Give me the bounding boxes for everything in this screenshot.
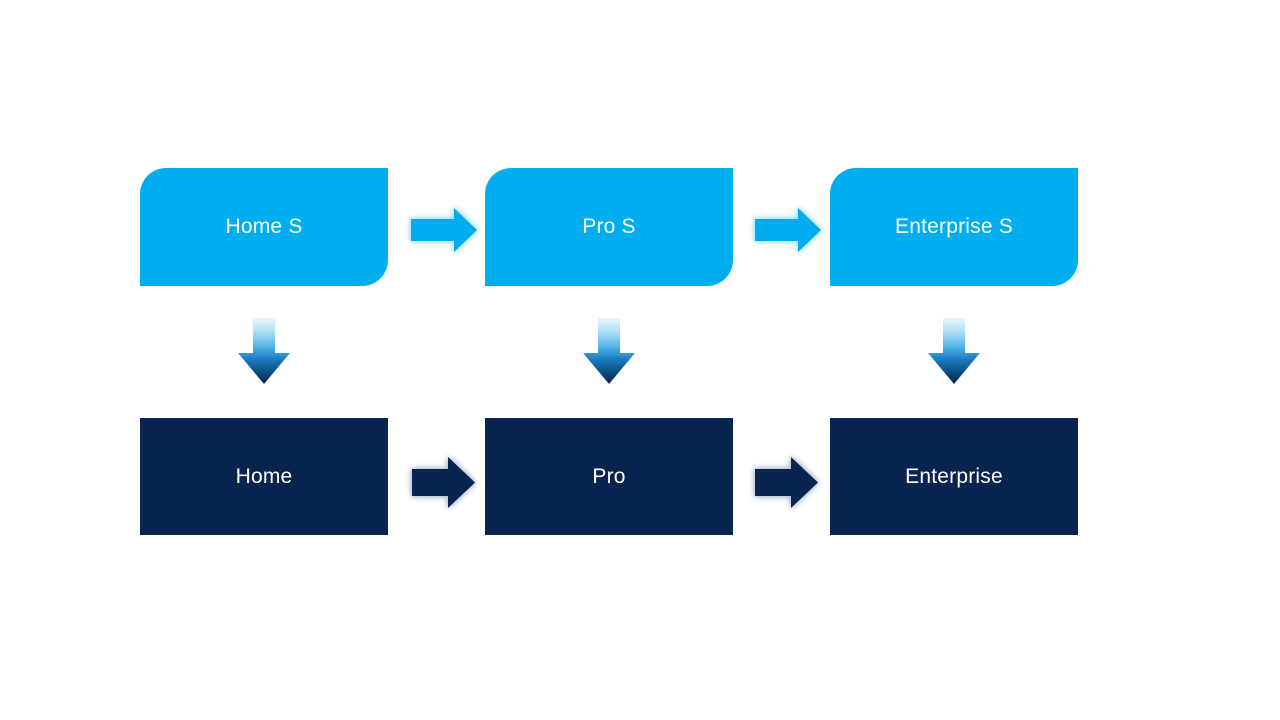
node-pro-s: Pro S bbox=[485, 168, 733, 286]
node-home-label: Home bbox=[235, 464, 293, 488]
pro-s-to-pro-down-arrow bbox=[583, 318, 635, 384]
node-enterprise-s-label: Enterprise S bbox=[895, 215, 1013, 238]
node-enterprise-s: Enterprise S bbox=[830, 168, 1078, 286]
node-pro-label: Pro bbox=[592, 464, 626, 488]
enterprise-s-to-enterprise-down-arrow bbox=[928, 318, 980, 384]
node-enterprise-label: Enterprise bbox=[905, 464, 1003, 488]
node-home-s: Home S bbox=[140, 168, 388, 286]
node-home-s-label: Home S bbox=[225, 215, 303, 238]
node-pro-s-label: Pro S bbox=[582, 215, 636, 238]
pro-s-to-enterprise-s-arrow bbox=[755, 208, 821, 252]
home-s-to-pro-s-arrow bbox=[411, 208, 477, 252]
home-s-to-home-down-arrow bbox=[238, 318, 290, 384]
node-home: Home bbox=[140, 418, 388, 535]
home-to-pro-arrow bbox=[412, 457, 475, 508]
node-enterprise: Enterprise bbox=[830, 418, 1078, 535]
node-pro: Pro bbox=[485, 418, 733, 535]
pro-to-enterprise-arrow bbox=[755, 457, 818, 508]
